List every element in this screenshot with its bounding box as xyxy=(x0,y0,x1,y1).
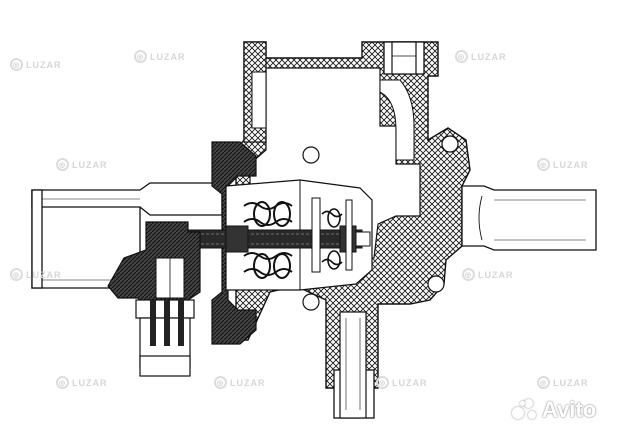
watermark-logo-icon: ◎ xyxy=(10,268,23,281)
watermark-text: LUZAR xyxy=(26,59,62,70)
watermark-text: LUZAR xyxy=(230,377,266,388)
watermark-text: LUZAR xyxy=(26,269,62,280)
watermark-logo-icon: ◎ xyxy=(214,376,227,389)
connector-pin xyxy=(178,300,184,346)
connector-pin xyxy=(164,300,170,346)
watermark-logo-icon: ◎ xyxy=(134,50,147,63)
watermark-text: LUZAR xyxy=(392,377,428,388)
bolt-holes xyxy=(302,135,459,311)
watermark: ◎ LUZAR xyxy=(134,50,186,63)
watermark: ◎ LUZAR xyxy=(537,376,589,389)
sensor-connector xyxy=(107,221,201,377)
watermark-logo-icon: ◎ xyxy=(56,158,69,171)
watermark-logo-icon: ◎ xyxy=(537,158,550,171)
watermark: ◎ LUZAR xyxy=(10,58,62,71)
housing-body xyxy=(235,41,471,419)
watermark-logo-icon: ◎ xyxy=(376,376,389,389)
watermark-text: LUZAR xyxy=(478,269,514,280)
watermark: ◎ LUZAR xyxy=(462,268,514,281)
connector-pin xyxy=(150,300,156,346)
watermark-logo-icon: ◎ xyxy=(56,376,69,389)
watermark-logo-icon: ◎ xyxy=(537,376,550,389)
watermark-logo-icon: ◎ xyxy=(455,50,468,63)
watermark-text: LUZAR xyxy=(553,159,589,170)
thermostat-element xyxy=(149,179,373,291)
avito-logo-icon xyxy=(512,399,538,421)
avito-badge: Avito xyxy=(512,397,596,423)
avito-badge-text: Avito xyxy=(542,397,597,422)
watermark-text: LUZAR xyxy=(72,377,108,388)
watermark-text: LUZAR xyxy=(72,159,108,170)
watermark-logo-icon: ◎ xyxy=(10,58,23,71)
main-spring xyxy=(243,202,293,276)
gasket-flange xyxy=(211,141,257,345)
watermark-text: LUZAR xyxy=(471,51,507,62)
watermark-text: LUZAR xyxy=(150,51,186,62)
watermark: ◎ LUZAR xyxy=(537,158,589,171)
watermark: ◎ LUZAR xyxy=(10,268,62,281)
watermark: ◎ LUZAR xyxy=(56,376,108,389)
watermark: ◎ LUZAR xyxy=(455,50,507,63)
watermark-text: LUZAR xyxy=(553,377,589,388)
watermark: ◎ LUZAR xyxy=(56,158,108,171)
watermark: ◎ LUZAR xyxy=(376,376,428,389)
watermark-logo-icon: ◎ xyxy=(462,268,475,281)
outlet-pipe-right xyxy=(461,185,597,251)
watermark: ◎ LUZAR xyxy=(214,376,266,389)
